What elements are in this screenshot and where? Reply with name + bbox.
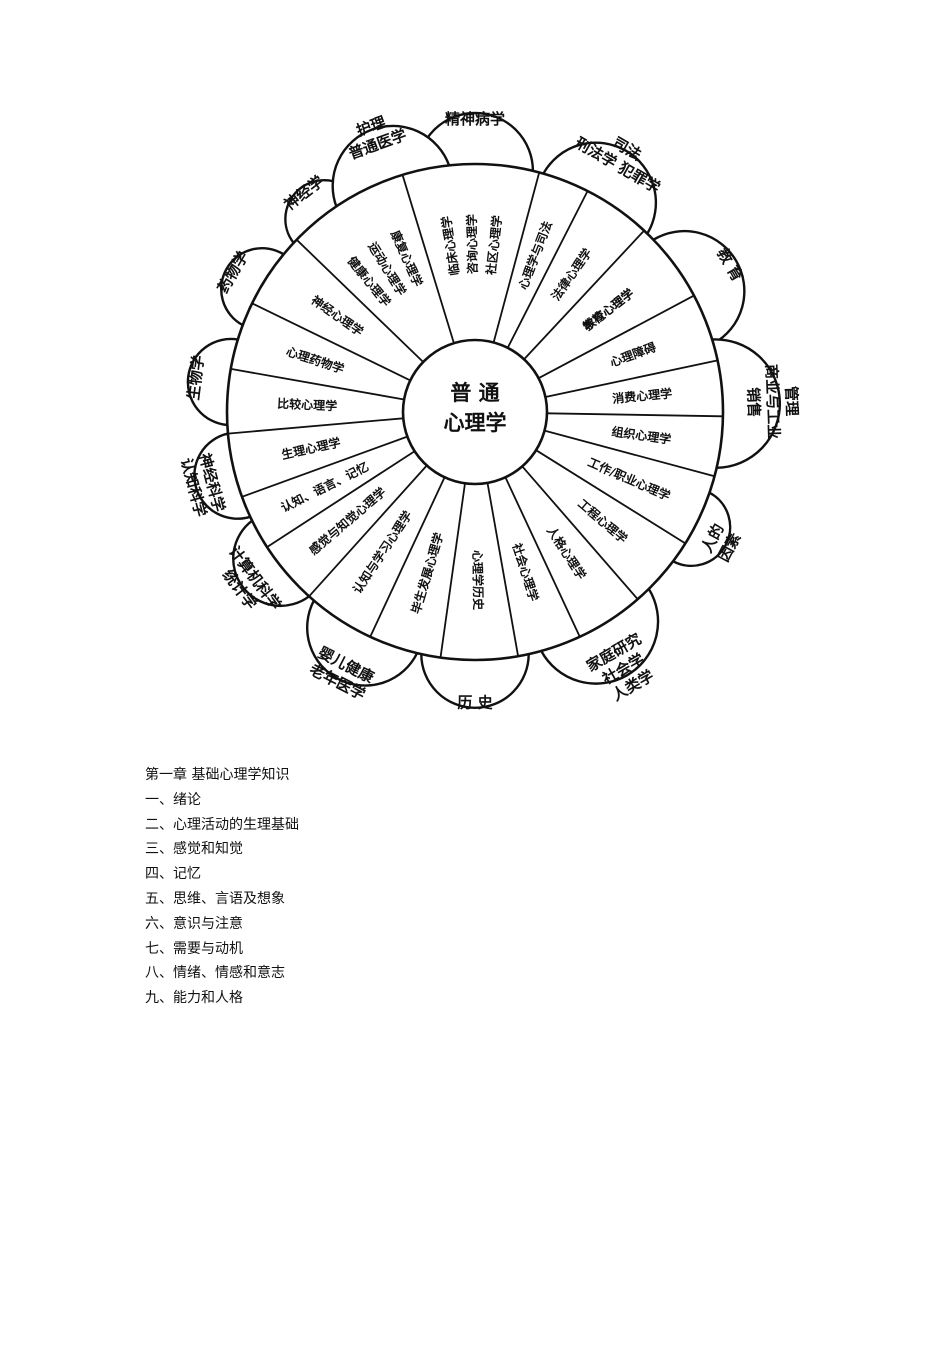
toc-item: 四、记忆 [145,866,201,883]
psychology-flower-diagram: 临床心理学咨询心理学社区心理学心理学与司法法律心理学教育心理学学校心理学心理障碍… [177,110,802,711]
sector-divider [544,429,715,478]
sector-divider [241,435,408,498]
outer-petal [671,491,732,568]
outer-petal-label: 精神病学 [445,110,505,128]
sector-divider [227,417,404,435]
toc-item: 七、需要与动机 [145,940,243,957]
center-circle [401,338,549,486]
toc-item: 二、心理活动的生理基础 [145,816,299,833]
center-title-line2: 心理学 [444,411,507,435]
outer-petal [420,652,530,709]
outer-petal [539,587,660,685]
toc-item: 三、感觉和知觉 [145,841,243,858]
inner-sector-label: 社区心理学 [483,214,505,276]
toc-item: 八、情绪、情感和意志 [145,965,285,982]
outer-petal [220,247,286,327]
outer-petal-label: 生物学 [184,354,207,401]
toc-chapter-title: 第一章 基础心理学知识 [145,767,290,783]
outer-petal [331,124,451,208]
outer-petal [232,519,311,607]
inner-sector-label: 消费心理学 [612,385,673,406]
outer-petal [710,338,782,470]
toc-item: 六、意识与注意 [145,915,243,932]
sector-divider [401,174,455,344]
outer-petal [186,337,240,427]
toc-item: 九、能力和人格 [145,990,243,1007]
sector-divider [504,476,581,638]
sector-divider [369,476,446,638]
sector-divider [506,190,589,349]
sector-divider [308,464,428,597]
sector-divider [535,449,686,545]
sector-divider [521,465,639,600]
toc-item: 一、绪论 [145,791,201,808]
inner-sector-label: 比较心理学 [277,396,338,414]
sector-divider [251,302,411,382]
table-of-contents: 第一章 基础心理学知识 一、绪论 二、心理活动的生理基础 三、感觉和知觉 四、记… [145,763,299,1011]
sector-divider [295,239,424,363]
sector-divider [492,172,541,343]
sector-divider [523,229,645,360]
outer-petal [541,141,658,236]
inner-sector-label: 咨询心理学 [464,214,480,274]
sector-divider [486,482,519,657]
sector-divider [545,359,718,398]
outer-petal-label: 历 史 [457,693,493,711]
sector-divider [538,294,695,379]
center-title-line1: 普 通 [450,381,499,405]
sector-divider [546,412,724,418]
outer-petals [186,111,782,709]
outer-petal [651,229,746,346]
inner-sector-label: 心理学历史 [470,550,486,611]
sector-dividers [227,172,724,658]
outer-petal-label: 管理商业与工业销售 [743,363,802,440]
sector-divider [439,483,466,658]
toc-item: 五、思维、言语及想象 [145,890,285,907]
outer-petal-label: 人的因素 [698,521,745,565]
sector-divider [230,368,405,401]
outer-petal [193,432,252,520]
sector-divider [266,450,416,548]
outer-petal [306,598,419,687]
